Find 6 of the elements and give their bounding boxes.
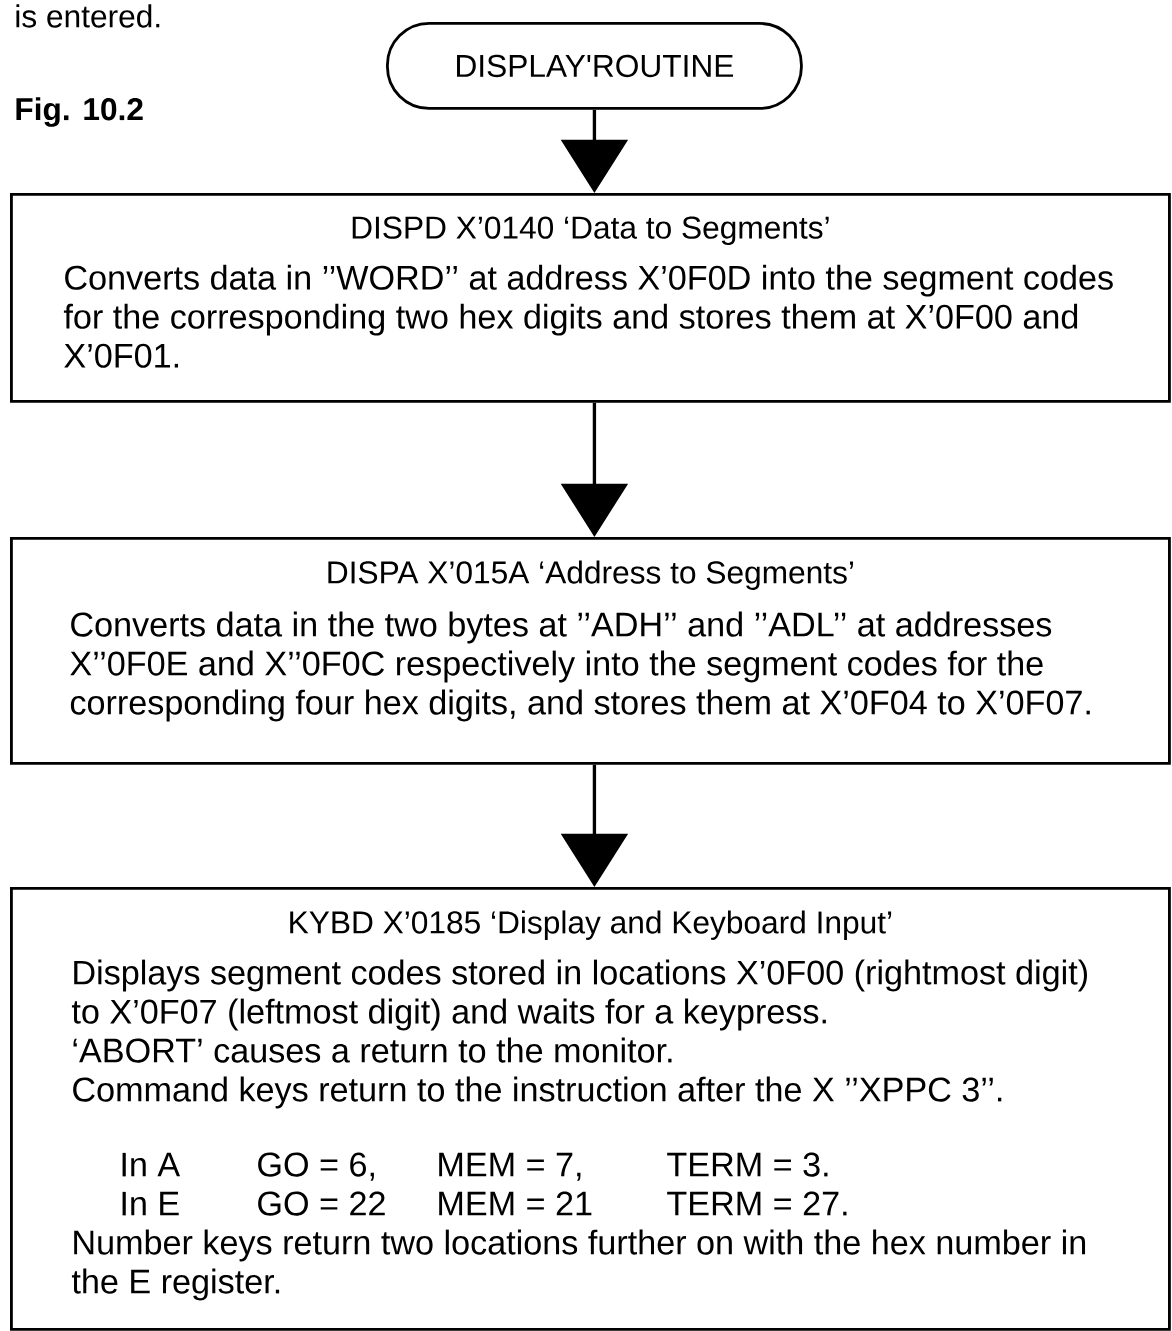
note-text: is entered. (16, 4, 160, 28)
terminal-box: DISPLAY'ROUTINE (386, 22, 803, 110)
process-box: DISPA X’015A ‘Address to Segments’ Converts data in the two bytes at ’’ADH’’ and ’’ADL’’ at addresses X’’0F0E and X’’0F0C respectively into the segment codes for the corresponding four hex digits, and stores them at X’0F04 to X’0F07. (10, 537, 1171, 765)
figure-number: Fig. 10.2 (16, 97, 143, 127)
process-box: KYBD X’0185 ‘Display and Keyboard Input’ Displays segment codes stored in locations X’0F00 (rightmost digit) to X’0F07 (leftmost digit) and waits for a keypress. ‘ABORT’ causes a return to the monitor. Command keys return to the instruction after the X ’’XPPC 3’’. In A GO = 6, MEM = 7, TERM = 3. In E GO = 22 MEM = 21 TERM = 27. Number keys return two locations further on with the hex number in the E register. (10, 887, 1171, 1331)
process-box: DISPD X’0140 ‘Data to Segments’ Converts data in ’’WORD’’ at address X’0F0D into the segment codes for the corresponding two hex digits and stores them at X’0F00 and X’0F01. (10, 193, 1171, 403)
